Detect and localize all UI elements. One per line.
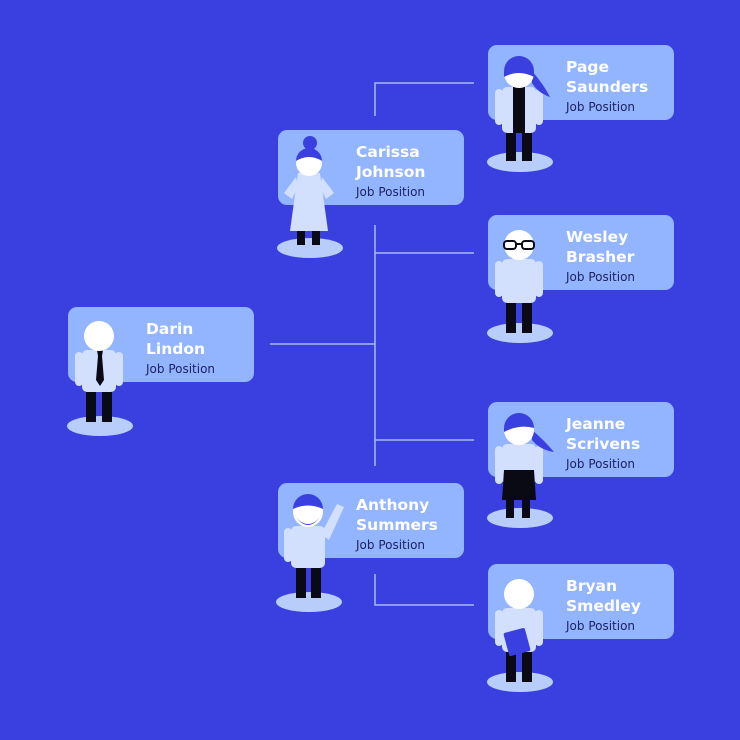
- head: [84, 321, 114, 351]
- hair-icon: [504, 56, 534, 77]
- avatar-page: [487, 56, 553, 172]
- ponytail-icon: [532, 71, 550, 97]
- connector-lines: [270, 82, 474, 606]
- shadow: [67, 416, 133, 436]
- avatar-anthony: [276, 494, 344, 612]
- folder-icon: [503, 628, 531, 656]
- connector-bryan: [374, 574, 474, 606]
- dress-icon: [290, 173, 328, 231]
- job-position: Job Position: [566, 100, 636, 114]
- avatar-carissa: [277, 136, 343, 258]
- avatar-wesley: [487, 230, 553, 343]
- shadow: [487, 323, 553, 343]
- beard-icon: [295, 516, 321, 525]
- avatar-bryan: [487, 579, 553, 692]
- bun-icon: [303, 136, 317, 150]
- shadow: [487, 508, 553, 528]
- apron-icon: [502, 470, 536, 500]
- job-position: Job Position: [566, 270, 636, 284]
- connector-page: [374, 82, 474, 116]
- shadow: [276, 592, 342, 612]
- job-position: Job Position: [146, 362, 216, 376]
- job-position: Job Position: [356, 538, 426, 552]
- hair-icon: [504, 413, 534, 432]
- head: [504, 579, 534, 609]
- hair-icon: [293, 494, 323, 509]
- waving-icon: [321, 504, 344, 540]
- hair-icon: [296, 148, 322, 161]
- job-position: Job Position: [566, 619, 636, 633]
- avatar-darin: [67, 321, 133, 436]
- ponytail-icon: [532, 430, 554, 452]
- job-position: Job Position: [356, 185, 426, 199]
- tie-icon: [96, 350, 104, 386]
- glasses-icon: [503, 240, 535, 250]
- job-position: Job Position: [566, 457, 636, 471]
- avatar-jeanne: [487, 413, 554, 528]
- shadow: [487, 672, 553, 692]
- shadow: [277, 238, 343, 258]
- shadow: [487, 152, 553, 172]
